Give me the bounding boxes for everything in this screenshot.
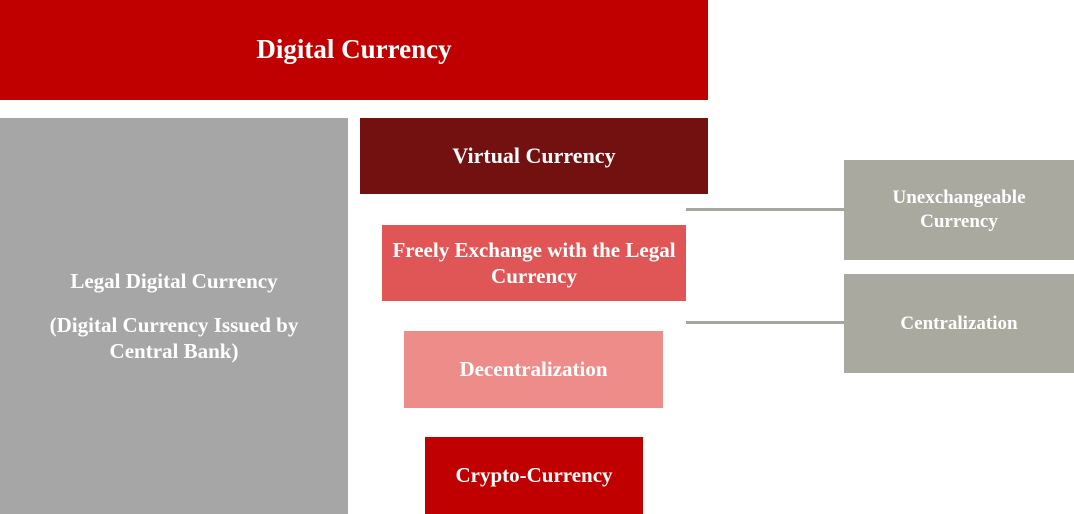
freely-exchange-box: Freely Exchange with the Legal Currency — [382, 225, 686, 301]
digital-currency-box: Digital Currency — [0, 0, 708, 100]
virtual-currency-box: Virtual Currency — [360, 118, 708, 194]
unexchangeable-currency-box: Unexchangeable Currency — [844, 160, 1074, 260]
legal-digital-currency-label: Legal Digital Currency — [70, 268, 278, 293]
unexchangeable-currency-label: Unexchangeable Currency — [892, 187, 1026, 232]
centralization-label: Centralization — [900, 312, 1018, 334]
digital-currency-label: Digital Currency — [256, 34, 452, 65]
freely-exchange-label: Freely Exchange with the Legal Currency — [392, 237, 676, 288]
crypto-currency-label: Crypto-Currency — [455, 463, 613, 488]
virtual-currency-label: Virtual Currency — [452, 143, 616, 169]
decentralization-label: Decentralization — [459, 357, 608, 382]
legal-digital-currency-sublabel: (Digital Currency Issued by Central Bank… — [49, 312, 299, 364]
decentralization-box: Decentralization — [404, 331, 663, 408]
legal-digital-currency-box: Legal Digital Currency (Digital Currency… — [0, 118, 348, 514]
connector-line-unexchangeable — [686, 208, 844, 211]
connector-line-centralization — [686, 321, 844, 324]
crypto-currency-box: Crypto-Currency — [425, 437, 643, 514]
centralization-box: Centralization — [844, 274, 1074, 373]
